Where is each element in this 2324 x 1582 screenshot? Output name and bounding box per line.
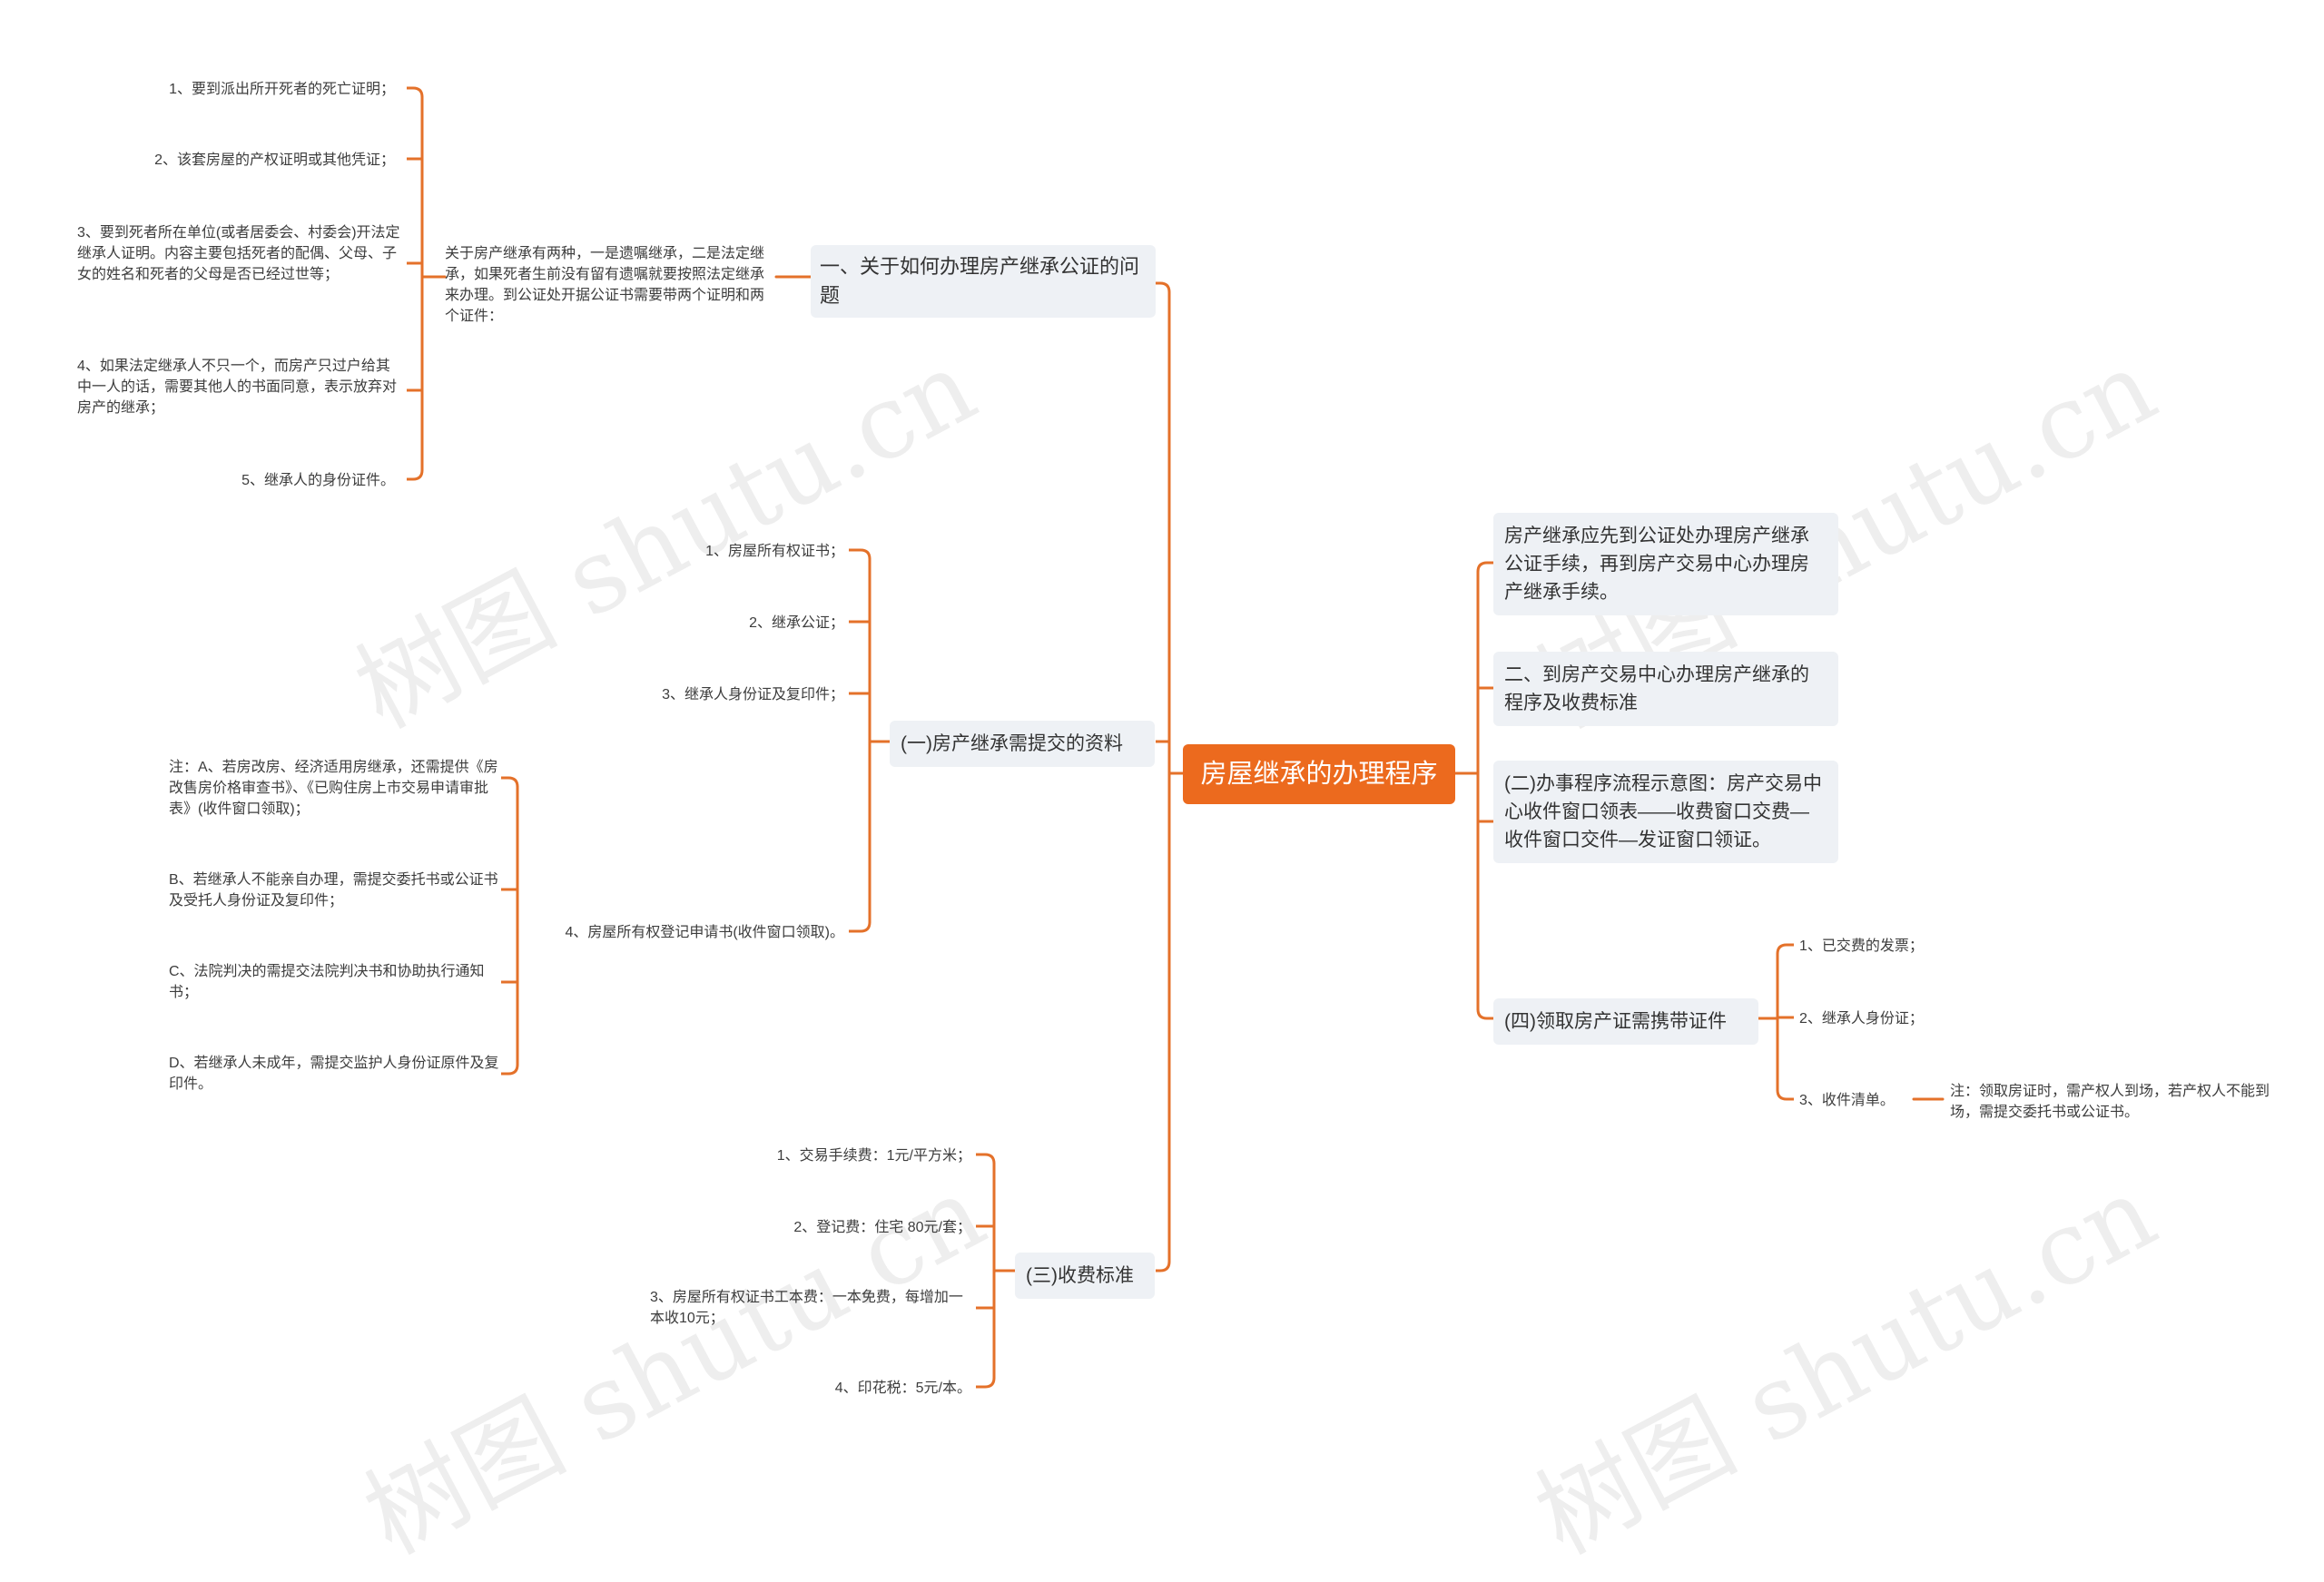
list-item: 3、房屋所有权证书工本费：一本免费，每增加一本收10元； (650, 1290, 963, 1326)
branch-required-documents[interactable]: (一)房产继承需提交的资料 (890, 721, 1155, 767)
connector-line (1156, 1261, 1171, 1272)
connector-line (1476, 1008, 1493, 1020)
list-item: 4、房屋所有权登记申请书(收件窗口领取)。 (565, 925, 844, 940)
list-item: 3、要到死者所在单位(或者居委会、村委会)开法定继承人证明。内容主要包括死者的配… (77, 225, 400, 282)
connector-line (976, 1377, 996, 1389)
note-item: 注：A、若房改房、经济适用房继承，还需提供《房改售房价格审查书》、《已购住房上市… (169, 760, 498, 817)
connector-line (849, 548, 872, 560)
node-collect-certificate[interactable]: (四)领取房产证需携带证件 (1493, 998, 1758, 1045)
note-item: B、若继承人不能亲自办理，需提交委托书或公证书及受托人身份证及复印件； (169, 872, 498, 909)
connector-line (1776, 943, 1794, 955)
connector-line (849, 921, 872, 933)
list-item: 1、房屋所有权证书； (705, 544, 844, 559)
branch-fee-standard[interactable]: (三)收费标准 (1015, 1253, 1155, 1299)
list-item: 2、登记费：住宅 80元/套； (793, 1220, 971, 1235)
branch-inheritance-notarization[interactable]: 一、关于如何办理房产继承公证的问题 (811, 245, 1156, 318)
list-item: 3、收件清单。 (1799, 1093, 1895, 1108)
list-item: 4、印花税：5元/本。 (834, 1381, 971, 1396)
list-item: 2、该套房屋的产权证明或其他凭证； (154, 152, 395, 168)
node-notarize-first[interactable]: 房产继承应先到公证处办理房产继承公证手续，再到房产交易中心办理房产继承手续。 (1493, 513, 1838, 615)
connector-line (1476, 561, 1493, 573)
list-item: 2、继承人身份证； (1799, 1011, 1924, 1027)
list-item: 3、继承人身份证及复印件； (662, 687, 844, 703)
list-item: 1、已交费的发票； (1799, 938, 1924, 954)
list-item: 5、继承人的身份证件。 (241, 473, 395, 488)
list-item: 2、继承公证； (749, 615, 844, 631)
node-process-flow[interactable]: (二)办事程序流程示意图：房产交易中心收件窗口领表——收费窗口交费—收件窗口交件… (1493, 761, 1838, 863)
connector-line (501, 1064, 519, 1076)
connector-line (501, 776, 519, 788)
note-item: 注：领取房证时，需产权人到场，若产权人不能到场，需提交委托书或公证书。 (1950, 1084, 2270, 1120)
list-item: 1、交易手续费：1元/平方米； (776, 1148, 971, 1164)
mind-map-canvas: 树图 shutu.cn 树图 shutu.cn 树图 shutu.cn 树图 s… (77, 82, 2270, 1577)
connector-line (407, 469, 424, 481)
note-item: D、若继承人未成年，需提交监护人身份证原件及复印件。 (169, 1056, 499, 1092)
list-item: 1、要到派出所开死者的死亡证明； (169, 82, 395, 97)
connector-line (976, 1153, 996, 1164)
connector-line (407, 86, 424, 98)
connector-line (1776, 1089, 1794, 1101)
list-item: 4、如果法定继承人不只一个，而房产只过户给其中一人的话，需要其他人的书面同意，表… (77, 359, 398, 416)
branch-description: 关于房产继承有两种，一是遗嘱继承，二是法定继承，如果死者生前没有留有遗嘱就要按照… (445, 246, 765, 324)
connector-lines (407, 86, 1945, 1389)
note-item: C、法院判决的需提交法院判决书和协助执行通知书； (169, 964, 485, 1000)
node-trading-center-procedure[interactable]: 二、到房产交易中心办理房产继承的程序及收费标准 (1493, 652, 1838, 726)
root-node[interactable]: 房屋继承的办理程序 (1183, 744, 1455, 804)
connector-line (1156, 281, 1171, 293)
